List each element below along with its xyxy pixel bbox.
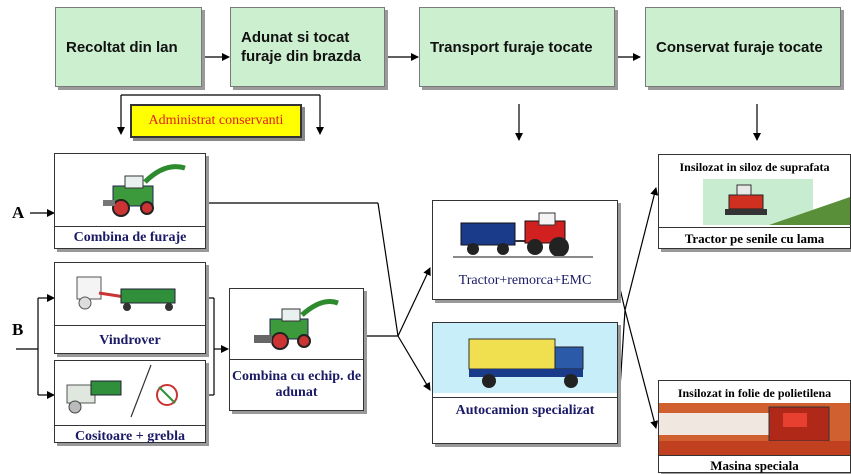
harvester-pickup-icon [254,299,339,350]
masina-speciala-label: Masina speciala [710,458,799,473]
siloz-box: Insilozat in siloz de suprafata Tractor … [658,154,851,249]
tractor-lama-label: Tractor pe senile cu lama [684,231,825,246]
autocamion-box: Autocamion specializat [432,322,618,444]
combina-furaje-label: Combina de furaje [73,230,187,245]
folie-box: Insilozat in folie de polietilena Masina… [658,380,851,473]
truck-icon [433,323,617,393]
vindrover-label: Vindrover [99,333,161,348]
tractor-trailer-icon [453,212,593,258]
vindrover-box: Vindrover [54,262,206,354]
row-label-a: A [12,203,25,222]
stage-conservat: Conservat furaje tocate [645,7,841,87]
cositoare-box: Cositoare + grebla [54,360,206,444]
tractor-remorca-label: Tractor+remorca+EMC [458,273,592,288]
mower-rake-icon [66,364,178,418]
row-label-b: B [12,320,24,339]
admin-conservanti-label: Administrat conservanti [148,113,284,128]
stage-transport: Transport furaje tocate [419,7,615,87]
folie-title: Insilozat in folie de polietilena [677,386,832,400]
combina-furaje-box: Combina de furaje [54,153,206,249]
autocamion-label: Autocamion specializat [455,403,595,418]
windrower-icon [76,276,176,311]
stage-recoltat: Recoltat din lan [55,7,202,87]
forage-harvester-icon [103,164,186,217]
bulldozer-icon [703,179,850,225]
bagging-machine-icon [659,403,850,455]
stage-recoltat-label: Recoltat din lan [66,38,178,56]
siloz-title: Insilozat in siloz de suprafata [679,160,830,174]
stage-adunat-label: Adunat si tocat furaje din brazda [241,29,362,65]
cositoare-label: Cositoare + grebla [74,429,186,444]
stage-adunat: Adunat si tocat furaje din brazda [230,7,385,87]
combina-adunat-label: Combina cu echip. de adunat [231,369,362,400]
stage-conservat-label: Conservat furaje tocate [656,38,823,56]
stage-transport-label: Transport furaje tocate [430,38,593,56]
tractor-remorca-box: Tractor+remorca+EMC [432,200,618,300]
combina-adunat-box: Combina cu echip. de adunat [229,288,364,411]
admin-conservanti-box: Administrat conservanti [130,104,302,138]
